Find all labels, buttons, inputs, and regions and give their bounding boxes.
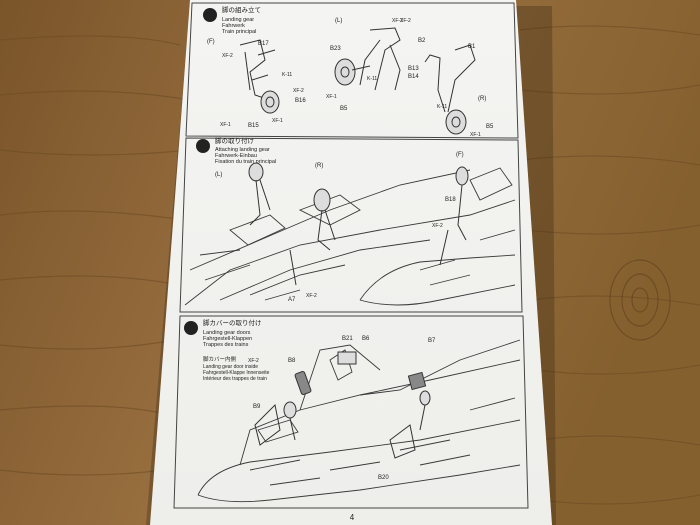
part-label: K-11 [282, 72, 292, 78]
part-label: B14 [408, 74, 419, 80]
gear-doors-drawing [254, 351, 431, 459]
part-label: B16 [295, 98, 306, 104]
step-7-title-jp: 脚カバーの取り付け [203, 318, 262, 327]
part-label: B9 [253, 404, 261, 410]
step-6-line-1: Attaching landing gear [215, 147, 270, 153]
part-label: A7 [288, 297, 296, 303]
part-label: B7 [428, 338, 436, 344]
part-label: XF-1 [326, 94, 337, 100]
part-label: (R) [315, 163, 323, 169]
part-label: B23 [330, 46, 341, 52]
step-6-number: 6 [200, 142, 205, 152]
step-7-line-1: Landing gear doors [203, 330, 251, 336]
part-label: (L) [215, 172, 222, 178]
part-label: B6 [362, 336, 370, 342]
part-label: B1 [468, 44, 476, 50]
step-7-line-3: Trappes des trains [203, 342, 249, 348]
step-7-line-2: Fahrgestell-Klappen [203, 336, 252, 342]
part-label: XF-2 [432, 223, 443, 229]
step-7-note-line-3: Intérieur des trappes de train [203, 376, 267, 382]
step-5-badge [203, 8, 217, 22]
step-7-badge [184, 321, 198, 335]
panel-step-7 [173, 315, 529, 509]
part-label: XF-2 [222, 53, 233, 59]
part-label: (F) [207, 39, 215, 45]
part-label: XF-1 [470, 132, 481, 138]
right-gear-drawing [424, 44, 476, 135]
panel-step-6 [179, 137, 523, 313]
part-label: XF-1 [272, 118, 283, 124]
aircraft-underside-drawing [184, 167, 516, 306]
part-label: XF-2 [293, 88, 304, 94]
step-5-line-2: Fahrwerk [222, 23, 245, 29]
step-5-title-jp: 脚の組み立て [222, 5, 261, 14]
step-6-badge [196, 139, 210, 153]
step-7-number: 7 [188, 324, 193, 334]
part-label: XF-2 [392, 18, 403, 24]
part-label: B5 [486, 124, 494, 130]
step-6-title-jp: 脚の取り付け [215, 136, 254, 145]
step-7-note-line-2: Fahrgestell-Klappe Innenseite [203, 370, 270, 376]
part-label: XF-2 [306, 293, 317, 299]
panel-step-5 [185, 2, 519, 139]
part-label: K-11 [367, 76, 377, 82]
part-label: B15 [248, 123, 259, 129]
step-6-line-2: Fahrwerk-Einbau [215, 153, 257, 159]
part-label: B21 [342, 336, 353, 342]
page-number: 4 [350, 513, 355, 522]
part-label: B17 [258, 41, 269, 47]
part-label: (R) [478, 96, 486, 102]
step-5-number: 5 [207, 11, 212, 21]
part-label: B18 [445, 197, 456, 203]
aircraft-front-drawing [197, 339, 521, 503]
part-label: XF-1 [220, 122, 231, 128]
front-gear-drawing [239, 39, 280, 114]
part-label: XF-2 [248, 358, 259, 364]
gear-on-fuselage [248, 162, 469, 286]
left-gear-drawing [334, 27, 401, 91]
part-label: B13 [408, 66, 419, 72]
step-5-line-3: Train principal [222, 29, 256, 35]
part-label: (F) [456, 152, 464, 158]
part-label: K-11 [437, 104, 447, 110]
part-label: XF-2 [400, 18, 411, 24]
step-7-note-line-1: Landing gear door inside [203, 364, 258, 370]
step-7-note-jp: 脚カバー内側 [203, 355, 237, 363]
step-6-line-3: Fixation du train principal [215, 159, 276, 165]
part-label: B5 [340, 106, 348, 112]
part-label: (L) [335, 18, 342, 24]
part-label: B2 [418, 38, 426, 44]
part-label: B20 [378, 475, 389, 481]
wood-knot [609, 259, 671, 341]
step-5-line-1: Landing gear [222, 17, 254, 23]
wood-grain [0, 25, 700, 505]
part-label: B8 [288, 358, 296, 364]
